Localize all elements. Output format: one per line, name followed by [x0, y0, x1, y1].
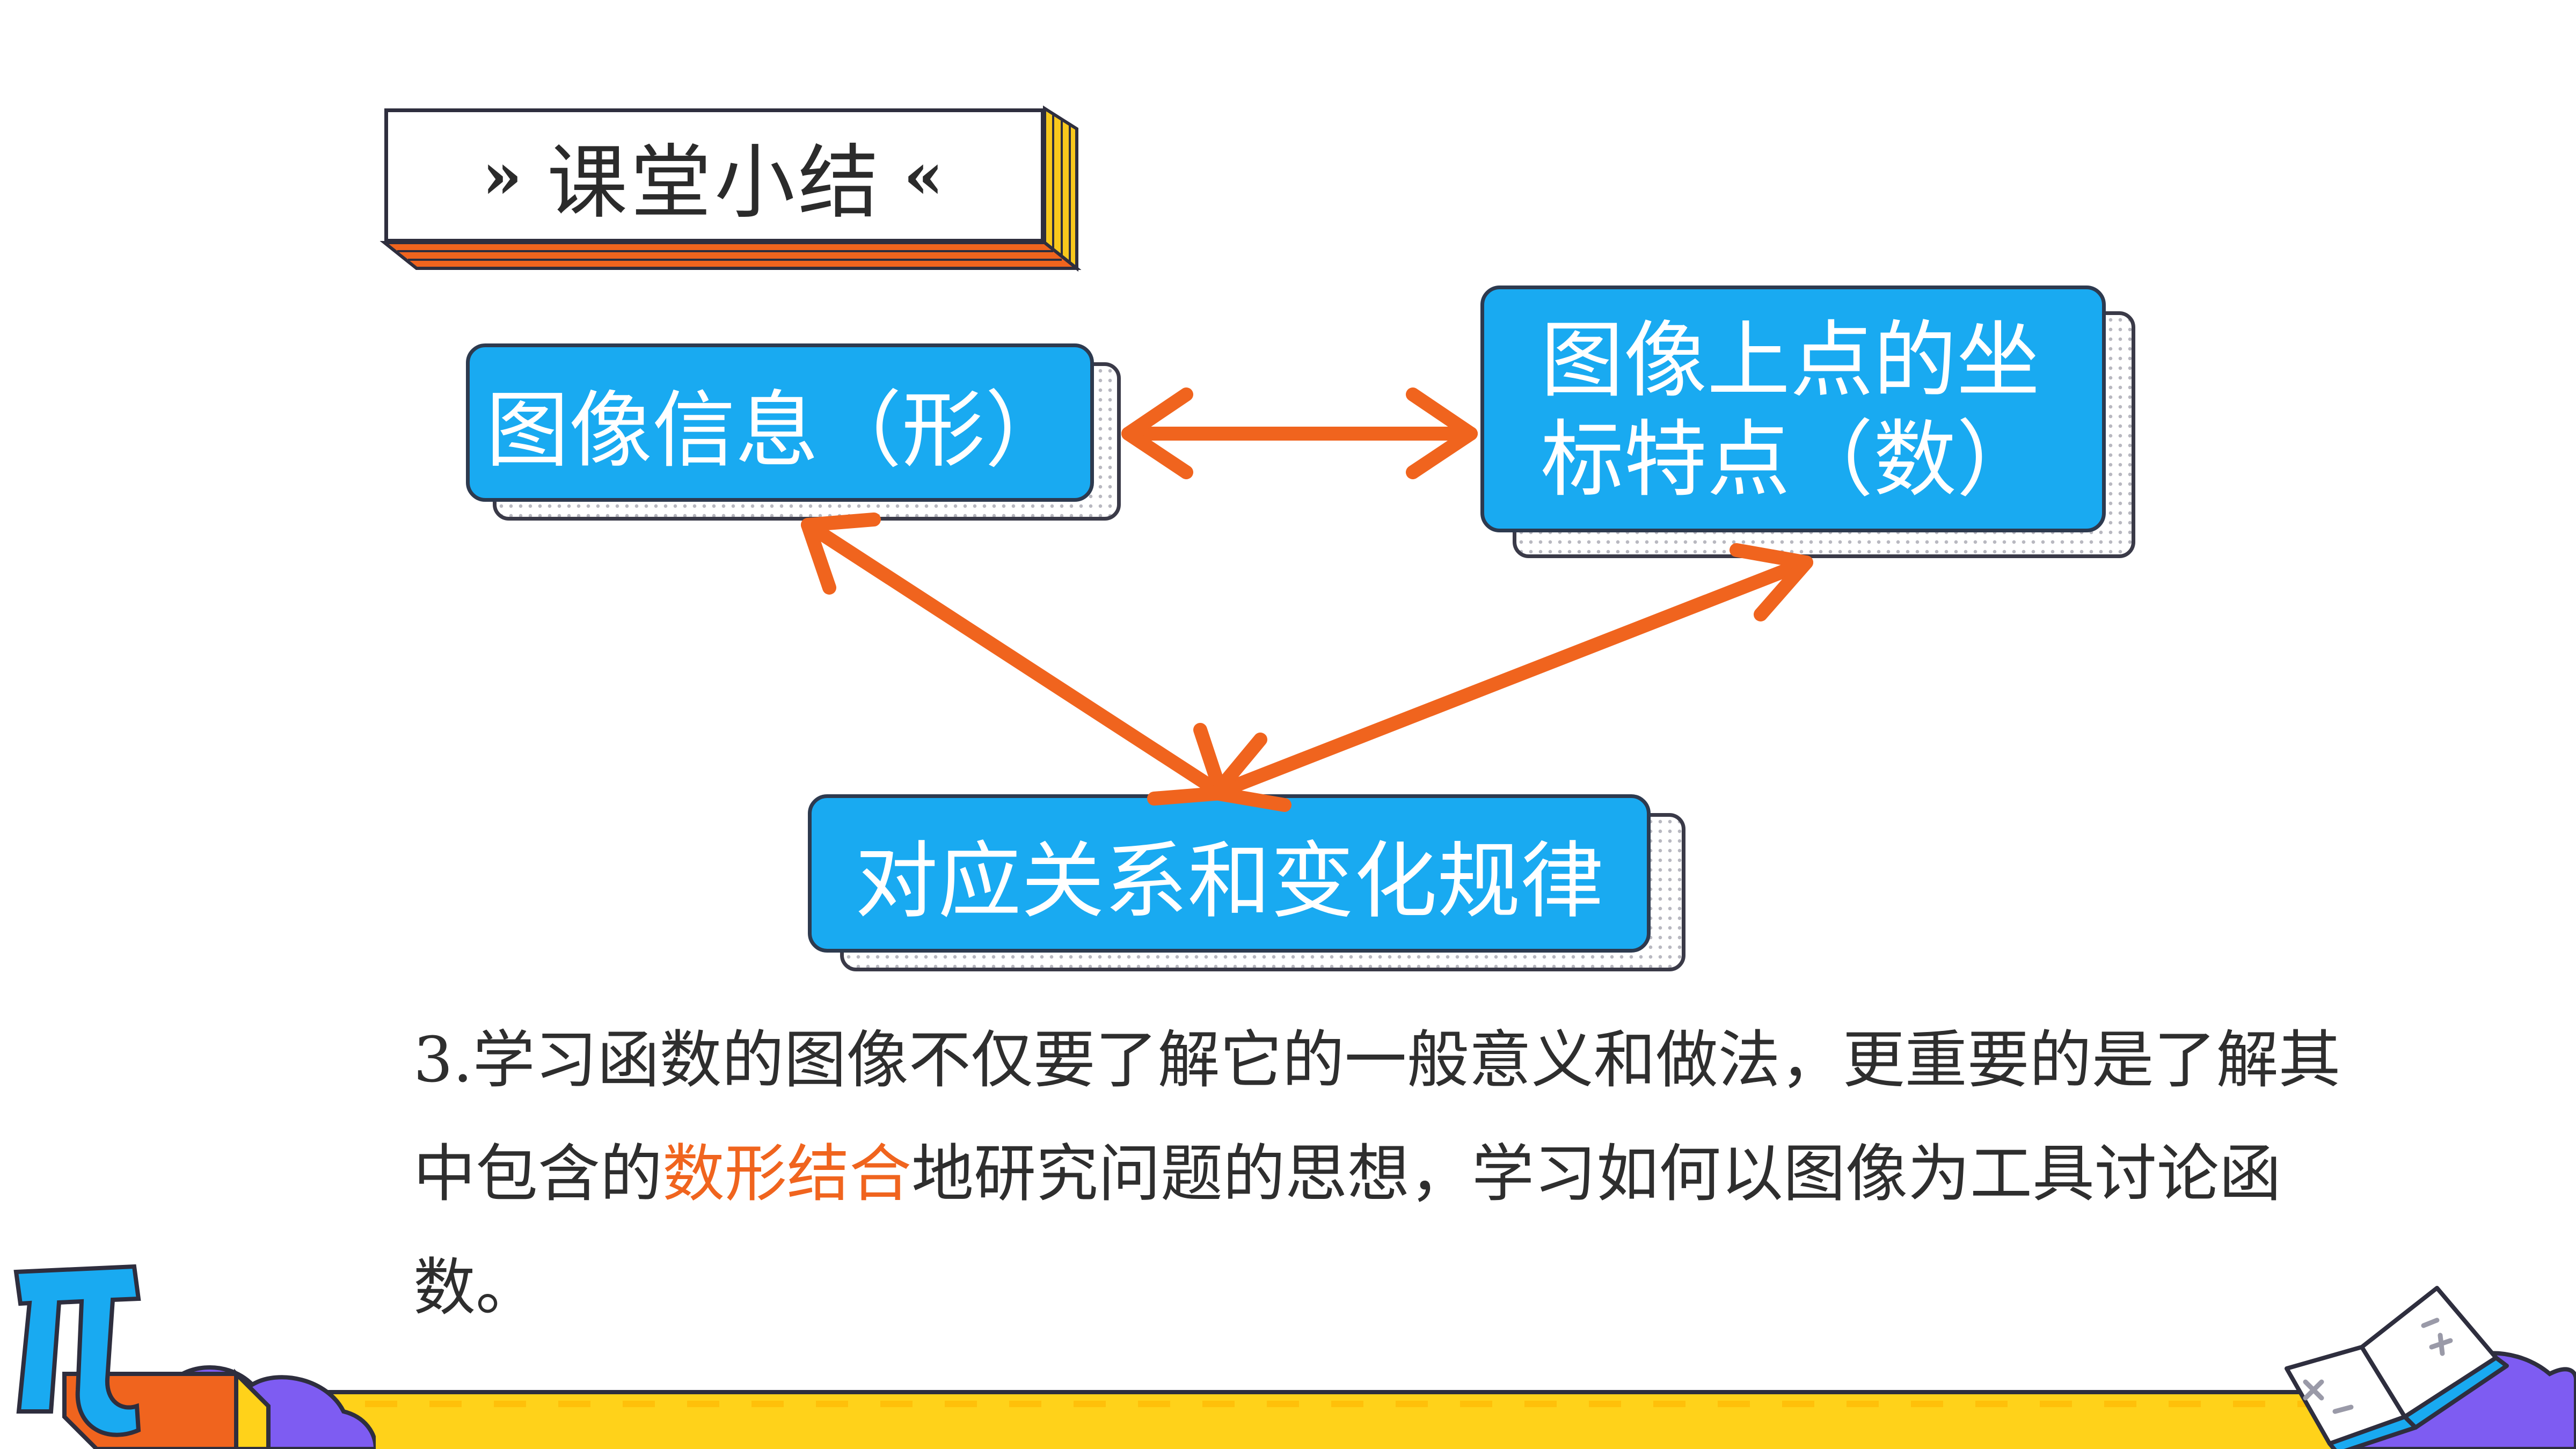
relation-rule-box: 对应关系和变化规律 — [808, 794, 1651, 953]
title-left-marker: » — [481, 137, 526, 214]
graph-info-label: 图像信息（形） — [486, 382, 1068, 479]
title-right-marker: « — [903, 137, 947, 214]
point-coords-label: 图像上点的坐 标特点（数） — [1541, 312, 2040, 508]
math-book-icon — [2285, 1286, 2576, 1449]
summary-paragraph: 3.学习函数的图像不仅要了解它的一般意义和做法，更重要的是了解其中包含的数形结合… — [413, 1004, 2356, 1345]
section-title-card: » 课堂小结 « — [384, 108, 1045, 243]
arrow-coords-to-relation — [1209, 543, 1813, 812]
point-coords-box: 图像上点的坐 标特点（数） — [1480, 286, 2106, 532]
summary-prefix: 3.学习函数的图像不仅要了解它的一般意义和做法，更重要的是了解其中包含的 — [413, 1024, 2341, 1210]
relation-rule-label: 对应关系和变化规律 — [855, 832, 1604, 930]
title-label: 课堂小结 — [546, 136, 882, 230]
arrow-graph-to-coords — [1121, 387, 1478, 479]
footer-stripe — [301, 1401, 2340, 1407]
section-title: » 课堂小结 « — [388, 112, 1041, 239]
summary-suffix: 地研究问题的思想，学习如何以图像为工具讨论函数。 — [413, 1138, 2281, 1324]
graph-info-box: 图像信息（形） — [466, 343, 1094, 502]
arrow-graph-to-relation — [801, 513, 1228, 806]
pi-symbol-icon — [13, 1264, 376, 1449]
summary-highlight: 数形结合 — [662, 1138, 911, 1210]
footer-band — [301, 1390, 2340, 1449]
